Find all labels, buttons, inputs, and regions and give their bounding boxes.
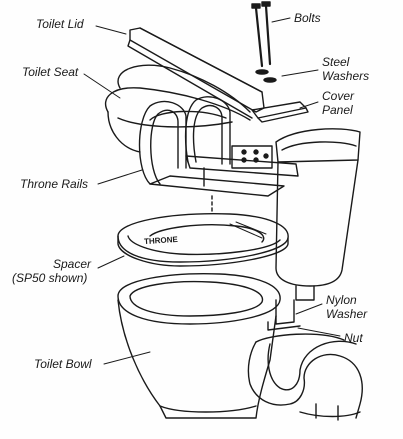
- label-steel-washers-line2: Washers: [322, 69, 370, 83]
- label-nut: Nut: [344, 331, 363, 345]
- throne-rails: [138, 96, 299, 215]
- cistern: [275, 128, 361, 301]
- label-spacer-line1: Spacer: [52, 257, 92, 271]
- label-throne-rails: Throne Rails: [20, 177, 89, 191]
- cover-panel: [251, 101, 309, 123]
- toilet-seat: [104, 64, 251, 153]
- label-toilet-seat: Toilet Seat: [22, 65, 79, 79]
- toilet-bowl: [117, 273, 281, 419]
- label-toilet-lid: Toilet Lid: [36, 17, 84, 31]
- spacer-logo-text: THRONE: [143, 234, 179, 247]
- trap-pipe: [247, 299, 363, 421]
- toilet-lid: [127, 27, 265, 119]
- label-toilet-bowl: Toilet Bowl: [34, 357, 92, 371]
- label-cover-panel-line2: Panel: [322, 103, 353, 117]
- label-cover-panel-line1: Cover: [322, 89, 355, 103]
- label-spacer-line2: (SP50 shown): [12, 271, 88, 285]
- label-nylon-washer-line2: Washer: [326, 307, 368, 321]
- bolts: [251, 1, 272, 68]
- label-steel-washers-line1: Steel: [322, 55, 350, 69]
- label-nylon-washer-line1: Nylon: [326, 293, 357, 307]
- spacer: [117, 213, 289, 267]
- steel-washers: [255, 69, 277, 83]
- leader-lines: [83, 17, 341, 365]
- label-bolts: Bolts: [294, 11, 321, 25]
